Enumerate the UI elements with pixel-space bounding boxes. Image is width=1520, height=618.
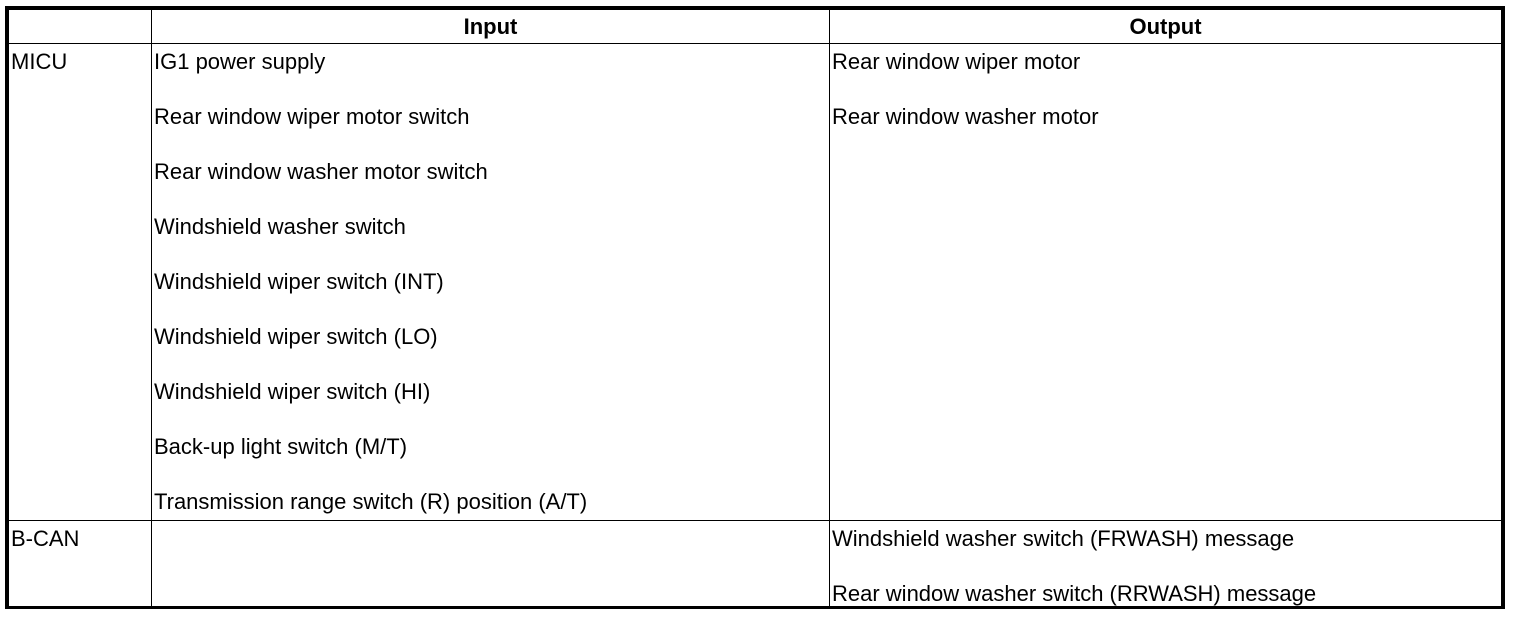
header-output: Output: [829, 9, 1502, 44]
table-row-bcan: B-CAN Windshield washer switch (FRWASH) …: [8, 520, 1502, 609]
row-label-micu: MICU: [8, 43, 152, 521]
input-item: Windshield wiper switch (LO): [154, 324, 438, 349]
input-item: Windshield wiper switch (HI): [154, 379, 431, 404]
input-item: Windshield washer switch: [154, 214, 406, 239]
output-item: Rear window washer switch (RRWASH) messa…: [832, 581, 1317, 606]
input-item: Transmission range switch (R) position (…: [154, 489, 588, 514]
input-item: Windshield wiper switch (INT): [154, 269, 444, 294]
input-item: IG1 power supply: [154, 49, 326, 74]
output-list-bcan: Windshield washer switch (FRWASH) messag…: [829, 520, 1502, 609]
table-row-micu: MICU IG1 power supply Rear window wiper …: [8, 43, 1502, 521]
header-row: Input Output: [8, 9, 1502, 44]
row-label-bcan: B-CAN: [8, 520, 152, 609]
header-input: Input: [151, 9, 830, 44]
input-item: Rear window washer motor switch: [154, 159, 488, 184]
input-item: Rear window wiper motor switch: [154, 104, 470, 129]
output-item: Windshield washer switch (FRWASH) messag…: [832, 526, 1295, 551]
output-item: Rear window wiper motor: [832, 49, 1081, 74]
input-list-bcan: [151, 520, 830, 609]
output-item: Rear window washer motor: [832, 104, 1099, 129]
output-list-micu: Rear window wiper motor Rear window wash…: [829, 43, 1502, 521]
io-table-frame: Input Output MICU IG1 power supply Rear …: [5, 6, 1505, 609]
input-list-micu: IG1 power supply Rear window wiper motor…: [151, 43, 830, 521]
header-blank: [8, 9, 152, 44]
input-item: Back-up light switch (M/T): [154, 434, 408, 459]
io-table: Input Output MICU IG1 power supply Rear …: [8, 9, 1502, 609]
